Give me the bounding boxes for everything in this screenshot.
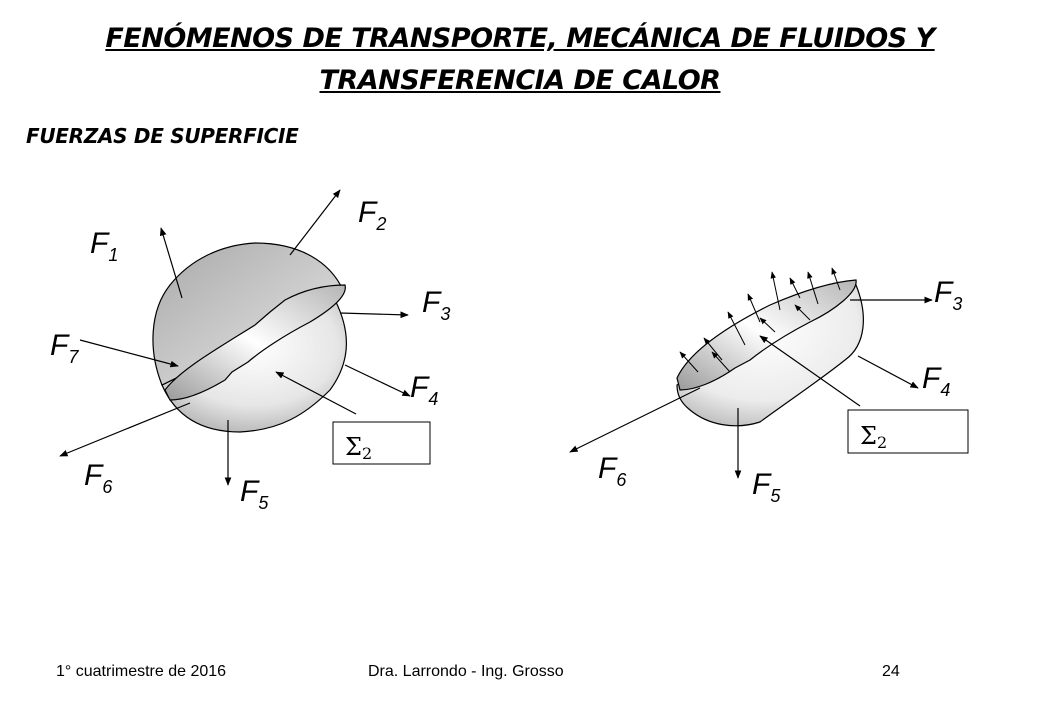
page-title: FENÓMENOS DE TRANSPORTE, MECÁNICA DE FLU… (0, 18, 1040, 102)
left-body (152, 242, 347, 433)
left-arrow-f6 (59, 402, 191, 457)
left-body-lower-part (161, 299, 347, 433)
left-arrow-f7 (79, 339, 179, 368)
right-body (676, 279, 864, 427)
stress-arrow (711, 351, 731, 373)
left-force-arrows (59, 189, 411, 486)
right-body-lower-part (676, 284, 864, 427)
left-label-f2: F2 (358, 196, 386, 234)
right-arrow-f4 (857, 355, 919, 389)
left-arrow-f3 (339, 311, 409, 319)
left-label-f3: F3 (422, 286, 450, 324)
left-surface-label-box (332, 421, 431, 465)
left-label-f6: F6 (84, 459, 113, 497)
right-surface-symbol: Σ2 (860, 422, 887, 452)
stress-arrow (759, 317, 776, 333)
left-label-f4: F4 (410, 371, 438, 409)
stress-arrow (794, 304, 811, 321)
right-arrow-f6 (569, 387, 701, 453)
stress-arrow (807, 271, 819, 305)
left-arrow-f1 (159, 227, 183, 299)
stress-arrow (679, 351, 699, 373)
footer-authors: Dra. Larrondo - Ing. Grosso (368, 663, 564, 680)
title-line-2: TRANSFERENCIA DE CALOR (319, 65, 721, 96)
stress-arrow (770, 271, 781, 311)
stress-arrow (789, 277, 801, 299)
right-label-f6: F6 (598, 452, 627, 490)
right-label-f3: F3 (934, 276, 962, 314)
left-surface-label: Σ2 (332, 421, 431, 465)
footer-term: 1° cuatrimestre de 2016 (56, 663, 227, 680)
left-label-f5: F5 (240, 475, 269, 513)
left-body-cut-surface (164, 284, 346, 401)
left-label-f1: F1 (90, 227, 118, 265)
right-label-f5: F5 (752, 468, 781, 506)
right-surface-label: Σ2 (847, 409, 969, 454)
left-arrow-f2 (289, 189, 341, 256)
right-label-f4: F4 (922, 362, 950, 400)
right-surface-label-box (847, 409, 969, 454)
right-stress-arrows (679, 267, 841, 373)
left-arrow-f4 (344, 364, 411, 397)
stress-arrow (747, 293, 761, 323)
footer-page-number: 24 (882, 663, 900, 680)
stress-arrow (703, 337, 723, 361)
left-force-labels: F1 F2 F3 F4 F5 F6 F7 (50, 196, 450, 513)
left-surface-symbol: Σ2 (345, 433, 372, 463)
stress-arrow (727, 311, 746, 346)
stress-arrow (831, 267, 841, 291)
left-label-f7: F7 (50, 329, 79, 367)
left-body-upper-part (152, 242, 344, 386)
right-force-arrows (569, 296, 933, 479)
right-arrow-surface-pointer (759, 335, 861, 407)
left-arrow-surface-pointer (275, 371, 357, 415)
title-line-1: FENÓMENOS DE TRANSPORTE, MECÁNICA DE FLU… (105, 23, 935, 54)
right-force-labels: F3 F4 F5 F6 (598, 276, 962, 506)
section-subtitle: FUERZAS DE SUPERFICIE (26, 124, 299, 148)
